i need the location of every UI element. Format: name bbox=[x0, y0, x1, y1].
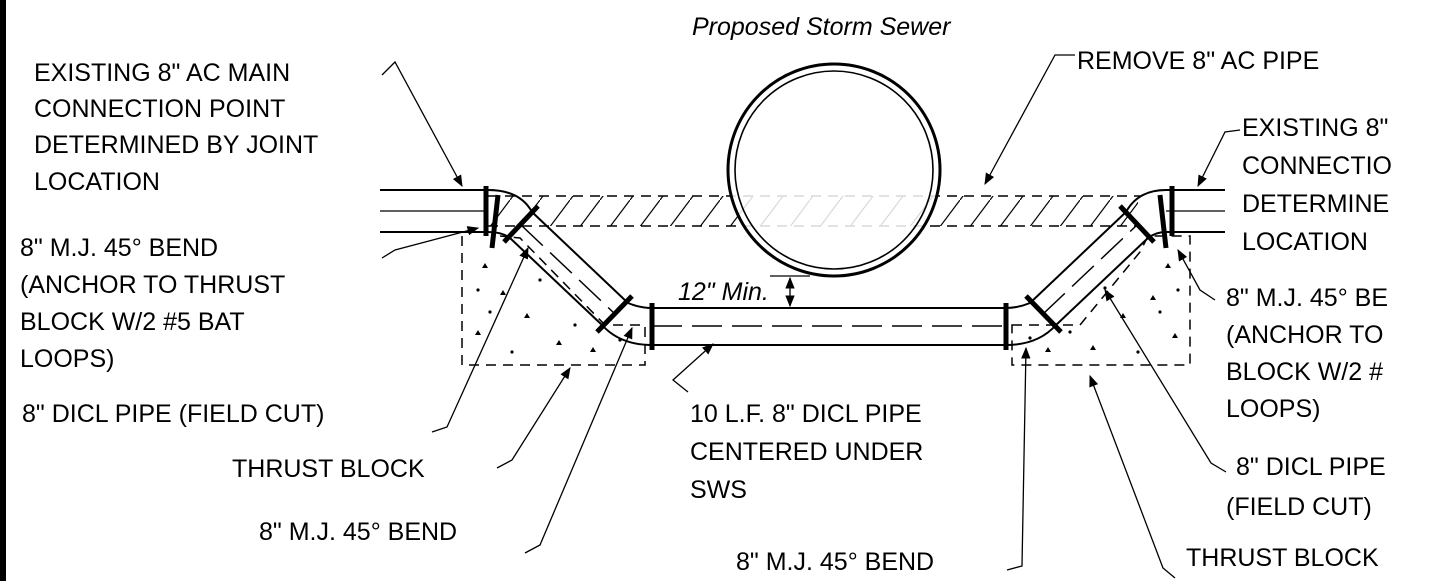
left-bend-label: 8" M.J. 45° BEND bbox=[259, 518, 457, 546]
thrust-block-right bbox=[1011, 235, 1191, 366]
dicl-pipe-run bbox=[483, 186, 1175, 350]
storm-sewer-pipe bbox=[726, 62, 942, 278]
svg-text:8" M.J. 45° BEND: 8" M.J. 45° BEND bbox=[20, 234, 218, 262]
left-thrust-block-label: THRUST BLOCK bbox=[232, 455, 425, 483]
left-bend-anchor-label: 8" M.J. 45° BEND (ANCHOR TO THRUST BLOCK… bbox=[20, 234, 285, 373]
svg-text:(ANCHOR TO: (ANCHOR TO bbox=[1226, 321, 1383, 349]
svg-text:10 L.F. 8" DICL PIPE: 10 L.F. 8" DICL PIPE bbox=[690, 400, 922, 428]
svg-text:LOCATION: LOCATION bbox=[34, 168, 160, 196]
storm-sewer-label: Proposed Storm Sewer bbox=[692, 13, 952, 41]
existing-pipe-right bbox=[1166, 189, 1225, 233]
clearance-label: 12" Min. bbox=[678, 278, 769, 306]
svg-text:CENTERED UNDER: CENTERED UNDER bbox=[690, 438, 923, 466]
svg-text:CONNECTIO: CONNECTIO bbox=[1242, 152, 1392, 180]
center-bend-label: 8" M.J. 45° BEND bbox=[736, 548, 934, 576]
remove-pipe-label: REMOVE 8" AC PIPE bbox=[1077, 47, 1319, 75]
svg-text:EXISTING 8" AC MAIN: EXISTING 8" AC MAIN bbox=[34, 59, 290, 87]
svg-text:EXISTING 8": EXISTING 8" bbox=[1242, 114, 1388, 142]
svg-text:8" M.J. 45° BE: 8" M.J. 45° BE bbox=[1226, 284, 1388, 312]
svg-text:8" DICL PIPE: 8" DICL PIPE bbox=[1236, 453, 1386, 481]
svg-text:LOOPS): LOOPS) bbox=[1226, 395, 1320, 423]
left-dicl-pipe-label: 8" DICL PIPE (FIELD CUT) bbox=[22, 400, 324, 428]
thrust-block-left bbox=[461, 235, 646, 366]
right-bend-anchor-label: 8" M.J. 45° BE (ANCHOR TO BLOCK W/2 # LO… bbox=[1226, 284, 1388, 423]
svg-text:SWS: SWS bbox=[690, 476, 747, 504]
right-thrust-block-label: THRUST BLOCK bbox=[1186, 544, 1379, 572]
svg-text:LOCATION: LOCATION bbox=[1242, 228, 1368, 256]
right-existing-main-label: EXISTING 8" CONNECTIO DETERMINE LOCATION bbox=[1242, 114, 1392, 256]
svg-text:(ANCHOR TO THRUST: (ANCHOR TO THRUST bbox=[20, 271, 285, 299]
right-dicl-pipe-label: 8" DICL PIPE (FIELD CUT) bbox=[1226, 453, 1386, 521]
svg-text:BLOCK W/2 #5 BAT: BLOCK W/2 #5 BAT bbox=[20, 308, 245, 336]
svg-text:(FIELD CUT): (FIELD CUT) bbox=[1226, 493, 1372, 521]
center-pipe-label: 10 L.F. 8" DICL PIPE CENTERED UNDER SWS bbox=[690, 400, 923, 504]
existing-pipe-left bbox=[380, 189, 488, 233]
svg-text:DETERMINE: DETERMINE bbox=[1242, 190, 1389, 218]
leader-lines bbox=[381, 54, 1241, 579]
svg-text:CONNECTION POINT: CONNECTION POINT bbox=[34, 95, 285, 123]
clearance-dimension bbox=[770, 275, 810, 308]
svg-text:LOOPS): LOOPS) bbox=[20, 345, 114, 373]
left-existing-main-label: EXISTING 8" AC MAIN CONNECTION POINT DET… bbox=[34, 59, 318, 196]
svg-text:BLOCK W/2 #: BLOCK W/2 # bbox=[1226, 358, 1383, 386]
svg-text:DETERMINED BY JOINT: DETERMINED BY JOINT bbox=[34, 131, 318, 159]
